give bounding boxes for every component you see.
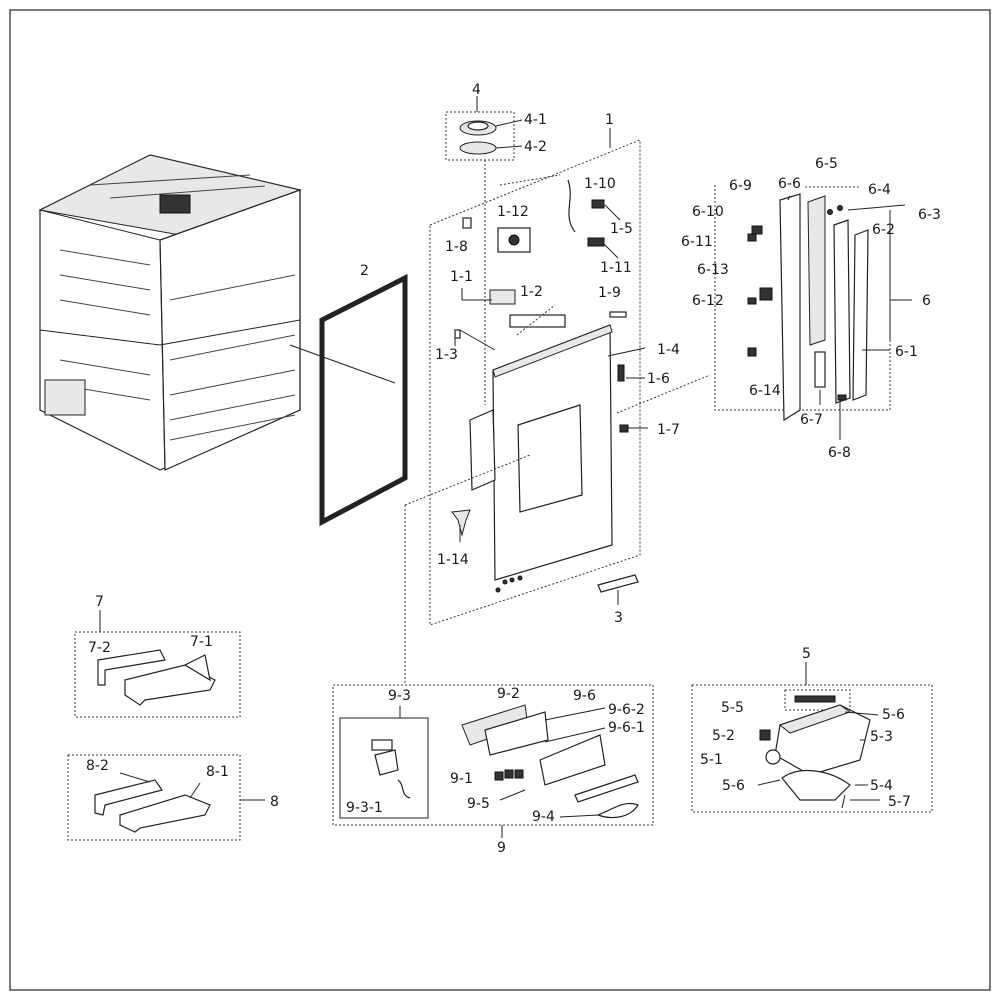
label-5-6-top: 5-6: [882, 707, 905, 723]
label-1-14: 1-14: [437, 552, 469, 568]
label-9-3: 9-3: [388, 688, 411, 704]
label-1-3: 1-3: [435, 347, 458, 363]
label-5-1: 5-1: [700, 752, 723, 768]
label-7-1: 7-1: [190, 634, 213, 650]
label-6-14: 6-14: [749, 383, 781, 399]
label-6-10: 6-10: [692, 204, 724, 220]
label-9-6-2: 9-6-2: [608, 702, 645, 718]
label-9-3-1: 9-3-1: [346, 800, 383, 816]
label-6-6: 6-6: [778, 176, 801, 192]
label-1-9: 1-9: [598, 285, 621, 301]
door-gasket: [289, 273, 408, 527]
label-1-1: 1-1: [450, 269, 473, 285]
group-9-dispenser: [332, 684, 654, 838]
label-1-7: 1-7: [657, 422, 680, 438]
label-9-4: 9-4: [532, 809, 555, 825]
label-5-4: 5-4: [870, 778, 893, 794]
label-9: 9: [497, 840, 506, 856]
group-4-box: [445, 96, 523, 405]
label-1-5: 1-5: [610, 221, 633, 237]
label-2: 2: [360, 263, 369, 279]
label-1-4: 1-4: [657, 342, 680, 358]
label-1-12: 1-12: [497, 204, 529, 220]
label-5-2: 5-2: [712, 728, 735, 744]
label-5-6-bottom: 5-6: [722, 778, 745, 794]
label-4: 4: [472, 82, 481, 98]
label-6-11: 6-11: [681, 234, 713, 250]
label-1-8: 1-8: [445, 239, 468, 255]
label-8-2: 8-2: [86, 758, 109, 774]
label-4-1: 4-1: [524, 112, 547, 128]
label-7-2: 7-2: [88, 640, 111, 656]
label-6-12: 6-12: [692, 293, 724, 309]
label-9-1: 9-1: [450, 771, 473, 787]
label-6-1: 6-1: [895, 344, 918, 360]
label-5-5: 5-5: [721, 700, 744, 716]
label-6-4: 6-4: [868, 182, 891, 198]
label-6-7: 6-7: [800, 412, 823, 428]
label-7: 7: [95, 594, 104, 610]
label-6: 6: [922, 293, 931, 309]
label-8: 8: [270, 794, 279, 810]
label-3: 3: [614, 610, 623, 626]
group-1-door-assembly: [404, 128, 711, 685]
label-1-11: 1-11: [600, 260, 632, 276]
label-8-1: 8-1: [206, 764, 229, 780]
label-9-2: 9-2: [497, 686, 520, 702]
diagram-frame: [9, 9, 991, 991]
label-6-5: 6-5: [815, 156, 838, 172]
group-6-hinge-assembly: [714, 185, 912, 440]
refrigerator-cabinet: [38, 154, 302, 471]
label-1: 1: [605, 112, 614, 128]
label-6-9: 6-9: [729, 178, 752, 194]
group-5-icemaker: [691, 662, 933, 813]
group-7-bins: [74, 610, 241, 718]
part-labels: 4 4-1 4-2 1 1-10 1-12 1-5 1-8 1-11 1-1 1…: [86, 82, 941, 856]
label-6-13: 6-13: [697, 262, 729, 278]
label-1-2: 1-2: [520, 284, 543, 300]
label-9-6: 9-6: [573, 688, 596, 704]
part-3-cover: [597, 574, 639, 605]
label-5: 5: [802, 646, 811, 662]
label-1-10: 1-10: [584, 176, 616, 192]
label-9-5: 9-5: [467, 796, 490, 812]
label-5-7: 5-7: [888, 794, 911, 810]
label-1-6: 1-6: [647, 371, 670, 387]
label-6-2: 6-2: [872, 222, 895, 238]
label-4-2: 4-2: [524, 139, 547, 155]
label-6-8: 6-8: [828, 445, 851, 461]
label-6-3: 6-3: [918, 207, 941, 223]
label-5-3: 5-3: [870, 729, 893, 745]
group-8-bins: [67, 754, 265, 841]
label-9-6-1: 9-6-1: [608, 720, 645, 736]
